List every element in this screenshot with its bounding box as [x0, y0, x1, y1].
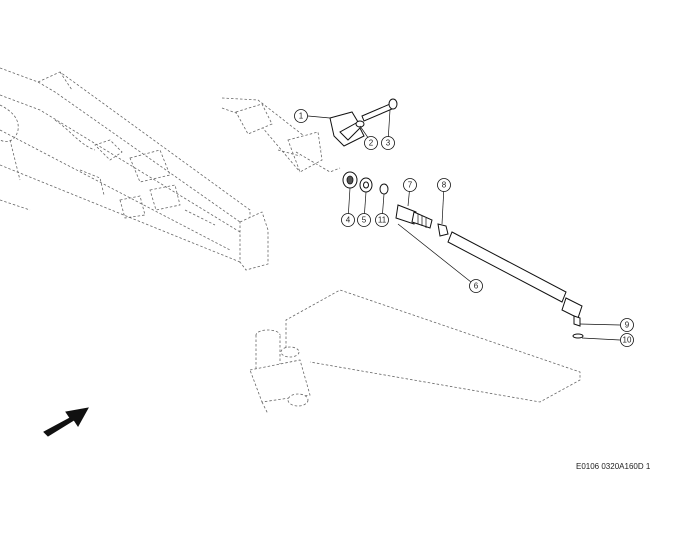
- svg-text:10: 10: [623, 336, 632, 345]
- svg-text:9: 9: [625, 321, 630, 330]
- drawing-reference-code: E0106 0320A160D 1: [576, 462, 651, 471]
- callout-10: 10: [620, 333, 634, 347]
- tie-rod-assembly: [329, 98, 584, 339]
- assembly-outline: [285, 289, 581, 403]
- svg-text:3: 3: [386, 139, 391, 148]
- steering-cylinder-ghost: [221, 97, 341, 173]
- callout-7: 7: [403, 178, 417, 192]
- axle-beam-ghost: [0, 67, 269, 271]
- callout-8: 8: [437, 178, 451, 192]
- callout-2: 2: [364, 136, 378, 150]
- callout-1: 1: [294, 109, 308, 123]
- svg-text:7: 7: [408, 181, 413, 190]
- steering-knuckle-ghost: [249, 329, 311, 415]
- callout-6: 6: [469, 279, 483, 293]
- svg-text:11: 11: [378, 216, 387, 225]
- forward-arrow-icon: [43, 407, 89, 437]
- callout-5: 5: [357, 213, 371, 227]
- svg-text:4: 4: [346, 216, 351, 225]
- callout-11: 11: [375, 213, 389, 227]
- callout-9: 9: [620, 318, 634, 332]
- svg-text:1: 1: [299, 112, 304, 121]
- callout-3: 3: [381, 136, 395, 150]
- svg-text:5: 5: [362, 216, 367, 225]
- callout-4: 4: [341, 213, 355, 227]
- svg-text:2: 2: [369, 139, 374, 148]
- svg-text:6: 6: [474, 282, 479, 291]
- svg-text:8: 8: [442, 181, 447, 190]
